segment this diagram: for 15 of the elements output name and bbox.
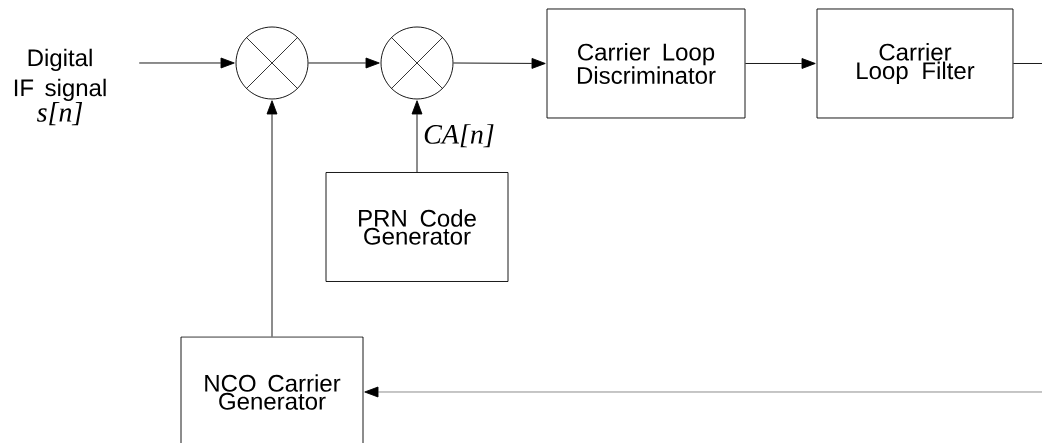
arrow bbox=[411, 100, 423, 173]
arrow bbox=[308, 57, 380, 69]
block-box: PRN Code Generator bbox=[325, 172, 509, 282]
block-box: Carrier Loop Filter bbox=[816, 8, 1014, 119]
input-label: Digital IF signal s[n] bbox=[14, 48, 106, 126]
mixer-symbol bbox=[235, 26, 309, 100]
arrow bbox=[266, 100, 278, 337]
signal-line bbox=[1013, 63, 1042, 64]
mixer-symbol bbox=[380, 26, 454, 100]
block-box: NCO Carrier Generator bbox=[180, 336, 364, 443]
arrow bbox=[745, 58, 816, 69]
arrow bbox=[453, 58, 546, 69]
edge-label: CA[n] bbox=[422, 123, 496, 149]
arrow bbox=[138, 57, 235, 69]
block-box: Carrier Loop Discriminator bbox=[546, 8, 746, 119]
